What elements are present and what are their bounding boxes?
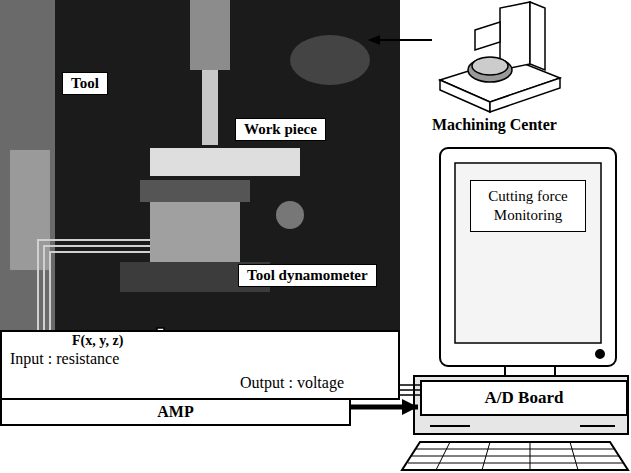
photo-shadow — [290, 35, 370, 85]
photo-spindle — [190, 0, 230, 70]
node-text: Output : voltage — [240, 374, 344, 392]
input-output-box: Input : resistanceOutput : voltage — [0, 330, 400, 400]
computer-icon — [402, 148, 628, 470]
photo-dynamometer — [150, 202, 240, 262]
pointer-arrow — [368, 35, 432, 45]
photo-wall — [0, 0, 55, 330]
signal-arrow — [351, 407, 418, 408]
node-text: Work piece — [244, 121, 317, 138]
machining-center-icon — [440, 2, 560, 112]
node-text: Machining Center — [432, 116, 563, 134]
photo-background — [0, 0, 400, 330]
part-label-box: Tool — [62, 72, 108, 95]
amp-box: AMP — [0, 398, 351, 426]
photo-workpiece — [150, 148, 300, 176]
part-label-box: Work piece — [235, 118, 326, 141]
node-text: Cutting force Monitoring — [475, 187, 581, 225]
node-text: AMP — [2, 403, 349, 421]
force-label: F(x, y, z) — [70, 333, 125, 349]
ad-board-box: A/D Board — [420, 380, 628, 416]
signal-wires — [400, 394, 420, 396]
sensor-wires — [38, 240, 150, 330]
machine-caption: Machining Center — [430, 114, 565, 136]
screen-box: Cutting force Monitoring — [470, 180, 586, 232]
signal-wires — [400, 385, 420, 395]
node-text: Input : resistance — [10, 350, 119, 368]
node-text: Tool dynamometer — [247, 267, 368, 284]
node-text: A/D Board — [422, 388, 626, 408]
signal-wires — [400, 384, 420, 386]
signal-wires — [400, 389, 420, 391]
signal-arrow — [351, 405, 418, 410]
part-label-box: Tool dynamometer — [238, 264, 377, 287]
node-text: Tool — [71, 75, 99, 92]
photo-dynamometer-top — [140, 180, 250, 202]
photo-tool — [202, 70, 218, 145]
photo-bolt — [276, 201, 304, 229]
